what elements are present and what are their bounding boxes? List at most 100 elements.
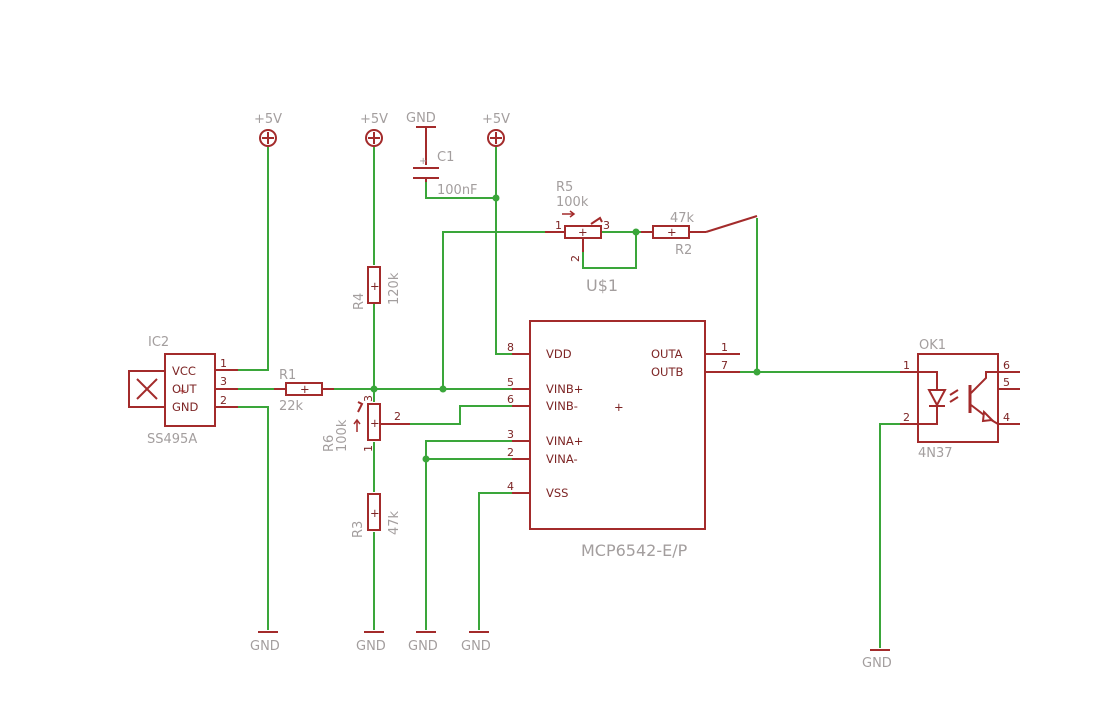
gnd-label: GND <box>408 639 438 654</box>
ic2-origin-mark: + <box>178 386 186 397</box>
ok1-pinnum-2: 2 <box>903 411 910 424</box>
ok1-name: OK1 <box>919 338 946 353</box>
gnd-symbol-vss: GND <box>461 631 491 654</box>
r6-origin-mark: + <box>370 416 380 430</box>
gnd-symbol-ok1: GND <box>862 649 892 671</box>
gnd-symbol-r3: GND <box>356 631 386 654</box>
wire-ic2-vcc <box>238 146 269 371</box>
resistor-r2: 47k + R2 <box>641 211 758 258</box>
potentiometer-r5: R5 100k + 1 3 2 U$1 <box>545 180 618 295</box>
junction-dot <box>370 385 378 393</box>
r6-adjust-head <box>353 418 361 425</box>
r2-name: R2 <box>675 243 692 258</box>
junction-dot <box>632 228 640 236</box>
wire-vss-gnd <box>478 492 512 630</box>
ok1-led-wire <box>918 371 938 390</box>
junction-dot <box>422 455 430 463</box>
ok1-emitter-arrow-icon <box>981 409 995 423</box>
gnd-label: GND <box>461 639 491 654</box>
opamp-pinnum-6: 6 <box>507 393 514 406</box>
power-5v-right: +5V <box>482 112 510 147</box>
opamp-pin-outb: OUTB <box>651 365 683 379</box>
opamp-pin-vinap: VINA+ <box>546 434 583 448</box>
potentiometer-r6: + 3 1 2 R6 100k <box>322 395 410 452</box>
opamp-value: MCP6542-E/P <box>581 541 688 560</box>
opamp-pinnum-4: 4 <box>507 480 514 493</box>
ok1-value: 4N37 <box>918 446 953 461</box>
opamp-pin-vinbm: VINB- <box>546 399 578 413</box>
gnd-symbol-c1: GND <box>406 111 436 165</box>
ic2-value: SS495A <box>147 432 197 447</box>
r5-adjust-head <box>569 210 576 218</box>
resistor-r1: R1 + 22k <box>274 368 334 414</box>
optocoupler-ok1: OK1 1 2 6 5 4 4N37 <box>900 338 1020 461</box>
vcc-symbol <box>259 129 277 147</box>
r3-origin-mark: + <box>370 506 380 520</box>
gnd-label: GND <box>356 639 386 654</box>
wire-outb <box>740 218 758 373</box>
opamp-pinnum-2: 2 <box>507 446 514 459</box>
ok1-pinnum-4: 4 <box>1003 411 1010 424</box>
r3-body <box>367 493 381 531</box>
c1-name: C1 <box>437 150 454 165</box>
wire-5v-vdd <box>495 146 512 355</box>
r2-origin-mark: + <box>667 225 677 239</box>
power-5v-label: +5V <box>360 112 388 127</box>
opamp-pinnum-5: 5 <box>507 376 514 389</box>
opamp-pin-vss: VSS <box>546 486 568 500</box>
junction-dot <box>439 385 447 393</box>
junction-dot <box>753 368 761 376</box>
wire-ic2-gnd <box>238 406 269 630</box>
gnd-symbol-ic2: GND <box>250 631 280 654</box>
opamp-pin-vinbp: VINB+ <box>546 382 583 396</box>
opamp-pinnum-1: 1 <box>721 341 728 354</box>
ok1-light-ray-2 <box>949 396 959 403</box>
r6-pin-1: 1 <box>362 445 375 452</box>
opamp-pin-vinam: VINA- <box>546 452 578 466</box>
gnd-symbol-vina: GND <box>408 631 438 654</box>
junctions <box>370 194 761 463</box>
r6-body <box>367 403 381 441</box>
opamp-body <box>529 320 706 530</box>
wire-r6-vinbm <box>410 405 512 425</box>
resistor-r4: + R4 120k <box>352 266 402 310</box>
opamp-pinnum-7: 7 <box>721 359 728 372</box>
ic2-hall-sensor: IC2 VCC OUT GND + 1 3 2 SS495A <box>128 335 238 447</box>
r5-pin-3: 3 <box>603 219 610 232</box>
opamp-pin-vdd: VDD <box>546 347 572 361</box>
vcc-symbol <box>487 129 505 147</box>
gnd-label: GND <box>406 111 436 126</box>
r4-origin-mark: + <box>370 279 380 293</box>
ic2-sensor-box <box>128 370 166 408</box>
r5-name: R5 <box>556 180 573 195</box>
r4-body <box>367 266 381 304</box>
power-5v-middle: +5V <box>360 112 388 147</box>
ic2-pin-gnd: GND <box>172 400 199 414</box>
ic2-name: IC2 <box>148 335 169 350</box>
r3-name: R3 <box>351 521 366 538</box>
ic2-pin-vcc: VCC <box>172 364 196 378</box>
r5-pin-1: 1 <box>555 219 562 232</box>
ok1-led-wire-bottom <box>918 406 938 425</box>
wire-feedback <box>442 231 545 389</box>
opamp-pinnum-3: 3 <box>507 428 514 441</box>
opamp-origin-mark: + <box>614 400 624 414</box>
resistor-r3: + R3 47k <box>351 493 402 538</box>
r6-pin-2: 2 <box>394 410 401 423</box>
wire-vinap <box>425 440 512 630</box>
capacitor-c1: + C1 100nF <box>413 150 478 198</box>
ok1-pinnum-5: 5 <box>1003 376 1010 389</box>
r1-value: 22k <box>279 399 304 414</box>
ok1-transistor-collector <box>970 371 998 394</box>
wire-r5-wiper <box>582 232 637 269</box>
r6-trim-arrow <box>357 401 364 413</box>
ic2-pin-out: OUT <box>172 382 197 396</box>
wire-c1 <box>425 181 496 199</box>
opamp-mcp6542: 8 5 6 3 2 4 1 7 VDD VINB+ VINB- VINA+ VI… <box>507 320 740 560</box>
wire-ok1-gnd <box>879 423 900 648</box>
gnd-label: GND <box>250 639 280 654</box>
ok1-pinnum-1: 1 <box>903 359 910 372</box>
r6-value: 100k <box>335 419 350 452</box>
ok1-led-icon <box>927 389 947 408</box>
